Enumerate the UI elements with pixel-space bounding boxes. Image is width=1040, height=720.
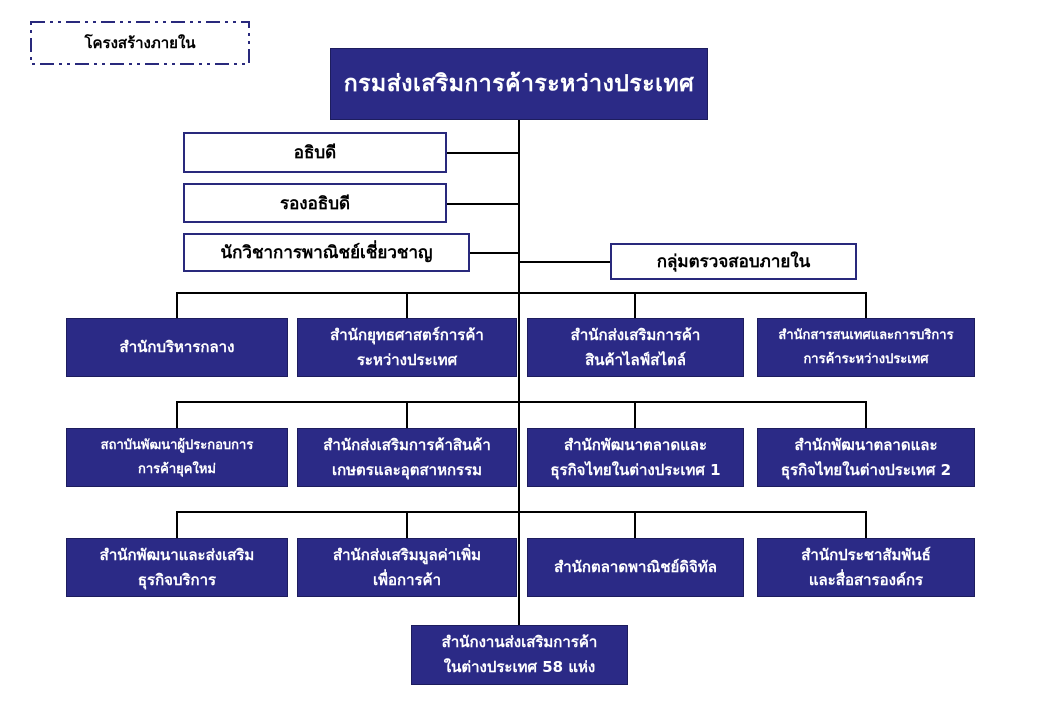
dept-line1: สำนักพัฒนาและส่งเสริม bbox=[99, 545, 255, 564]
legend-label: โครงสร้างภายใน bbox=[84, 34, 196, 52]
dept-box-central-admin: สำนักบริหารกลาง bbox=[66, 318, 288, 377]
connector-row3-drop-4 bbox=[865, 511, 867, 538]
connector-row2-drop-1 bbox=[176, 401, 178, 428]
connector-trade-specialist bbox=[470, 252, 518, 254]
connector-row3-drop-2 bbox=[406, 511, 408, 538]
connector-row2-drop-3 bbox=[634, 401, 636, 428]
root-label: กรมส่งเสริมการค้าระหว่างประเทศ bbox=[343, 71, 695, 97]
dept-line1: สำนักสารสนเทศและการบริการ bbox=[778, 327, 954, 343]
dash-dot-border bbox=[30, 21, 250, 65]
exec-label: นักวิชาการพาณิชย์เชี่ยวชาญ bbox=[220, 243, 433, 263]
connector-row1-drop-2 bbox=[406, 292, 408, 318]
connector-director-general bbox=[447, 152, 518, 154]
dept-box-service-business: สำนักพัฒนาและส่งเสริม ธุรกิจบริการ bbox=[66, 538, 288, 597]
dept-line2: เกษตรและอุตสาหกรรม bbox=[331, 460, 483, 479]
dept-line2: ในต่างประเทศ 58 แห่ง bbox=[443, 658, 596, 676]
connector-row1-drop-3 bbox=[634, 292, 636, 318]
dept-box-digital-commerce: สำนักตลาดพาณิชย์ดิจิทัล bbox=[527, 538, 744, 597]
dept-line2: การค้าระหว่างประเทศ bbox=[803, 351, 929, 367]
connector-central-spine bbox=[518, 120, 520, 625]
dept-line2: และสื่อสารองค์กร bbox=[808, 570, 924, 589]
dept-line1: สำนักบริหารกลาง bbox=[119, 338, 235, 356]
dept-box-overseas-offices: สำนักงานส่งเสริมการค้า ในต่างประเทศ 58 แ… bbox=[411, 625, 628, 685]
connector-row1-bus bbox=[176, 292, 867, 294]
exec-box-deputy-director: รองอธิบดี bbox=[183, 183, 447, 223]
connector-deputy-director bbox=[447, 203, 518, 205]
connector-row1-drop-4 bbox=[865, 292, 867, 318]
dept-box-overseas-market-2: สำนักพัฒนาตลาดและ ธุรกิจไทยในต่างประเทศ … bbox=[757, 428, 975, 487]
dept-box-overseas-market-1: สำนักพัฒนาตลาดและ ธุรกิจไทยในต่างประเทศ … bbox=[527, 428, 744, 487]
legend-box: โครงสร้างภายใน bbox=[30, 21, 250, 65]
connector-row2-bus bbox=[176, 401, 867, 403]
exec-box-director-general: อธิบดี bbox=[183, 132, 447, 173]
dept-line1: สำนักยุทธศาสตร์การค้า bbox=[330, 325, 484, 344]
root-box-department: กรมส่งเสริมการค้าระหว่างประเทศ bbox=[330, 48, 708, 120]
dept-line2: ระหว่างประเทศ bbox=[356, 350, 458, 369]
dept-line1: สำนักส่งเสริมการค้า bbox=[570, 325, 701, 344]
dept-line2: เพื่อการค้า bbox=[372, 570, 442, 589]
dept-box-value-added: สำนักส่งเสริมมูลค่าเพิ่ม เพื่อการค้า bbox=[297, 538, 517, 597]
exec-label: รองอธิบดี bbox=[279, 193, 351, 214]
dept-line2: สินค้าไลฟ์สไตล์ bbox=[585, 350, 686, 369]
dept-line1: สำนักประชาสัมพันธ์ bbox=[801, 545, 931, 564]
dept-line1: สำนักพัฒนาตลาดและ bbox=[794, 435, 938, 454]
exec-label: อธิบดี bbox=[293, 143, 337, 163]
dept-box-trade-strategy: สำนักยุทธศาสตร์การค้า ระหว่างประเทศ bbox=[297, 318, 517, 377]
connector-row2-drop-2 bbox=[406, 401, 408, 428]
audit-label: กลุ่มตรวจสอบภายใน bbox=[656, 252, 811, 272]
dept-box-information-services: สำนักสารสนเทศและการบริการ การค้าระหว่างป… bbox=[757, 318, 975, 377]
connector-row3-bus bbox=[176, 511, 867, 513]
dept-line1: สำนักส่งเสริมการค้าสินค้า bbox=[323, 435, 491, 454]
dept-box-public-relations: สำนักประชาสัมพันธ์ และสื่อสารองค์กร bbox=[757, 538, 975, 597]
dept-line2: การค้ายุคใหม่ bbox=[138, 461, 216, 477]
dept-line2: ธุรกิจไทยในต่างประเทศ 1 bbox=[550, 460, 721, 479]
dept-box-agri-industrial: สำนักส่งเสริมการค้าสินค้า เกษตรและอุตสาห… bbox=[297, 428, 517, 487]
dept-line1: สถาบันพัฒนาผู้ประกอบการ bbox=[100, 437, 254, 453]
connector-internal-audit bbox=[518, 261, 610, 263]
dept-line1: สำนักตลาดพาณิชย์ดิจิทัล bbox=[554, 558, 717, 576]
dept-line1: สำนักงานส่งเสริมการค้า bbox=[441, 633, 598, 651]
audit-box: กลุ่มตรวจสอบภายใน bbox=[610, 243, 857, 280]
dept-line2: ธุรกิจบริการ bbox=[137, 570, 217, 589]
connector-row3-drop-3 bbox=[634, 511, 636, 538]
dept-box-lifestyle-products: สำนักส่งเสริมการค้า สินค้าไลฟ์สไตล์ bbox=[527, 318, 744, 377]
connector-row2-drop-4 bbox=[865, 401, 867, 428]
dept-line2: ธุรกิจไทยในต่างประเทศ 2 bbox=[780, 460, 952, 479]
dept-line1: สำนักส่งเสริมมูลค่าเพิ่ม bbox=[332, 545, 482, 564]
exec-box-trade-specialist: นักวิชาการพาณิชย์เชี่ยวชาญ bbox=[183, 233, 470, 272]
connector-row1-drop-1 bbox=[176, 292, 178, 318]
connector-row3-drop-1 bbox=[176, 511, 178, 538]
dept-line1: สำนักพัฒนาตลาดและ bbox=[563, 435, 708, 454]
dept-box-entrepreneur-academy: สถาบันพัฒนาผู้ประกอบการ การค้ายุคใหม่ bbox=[66, 428, 288, 487]
